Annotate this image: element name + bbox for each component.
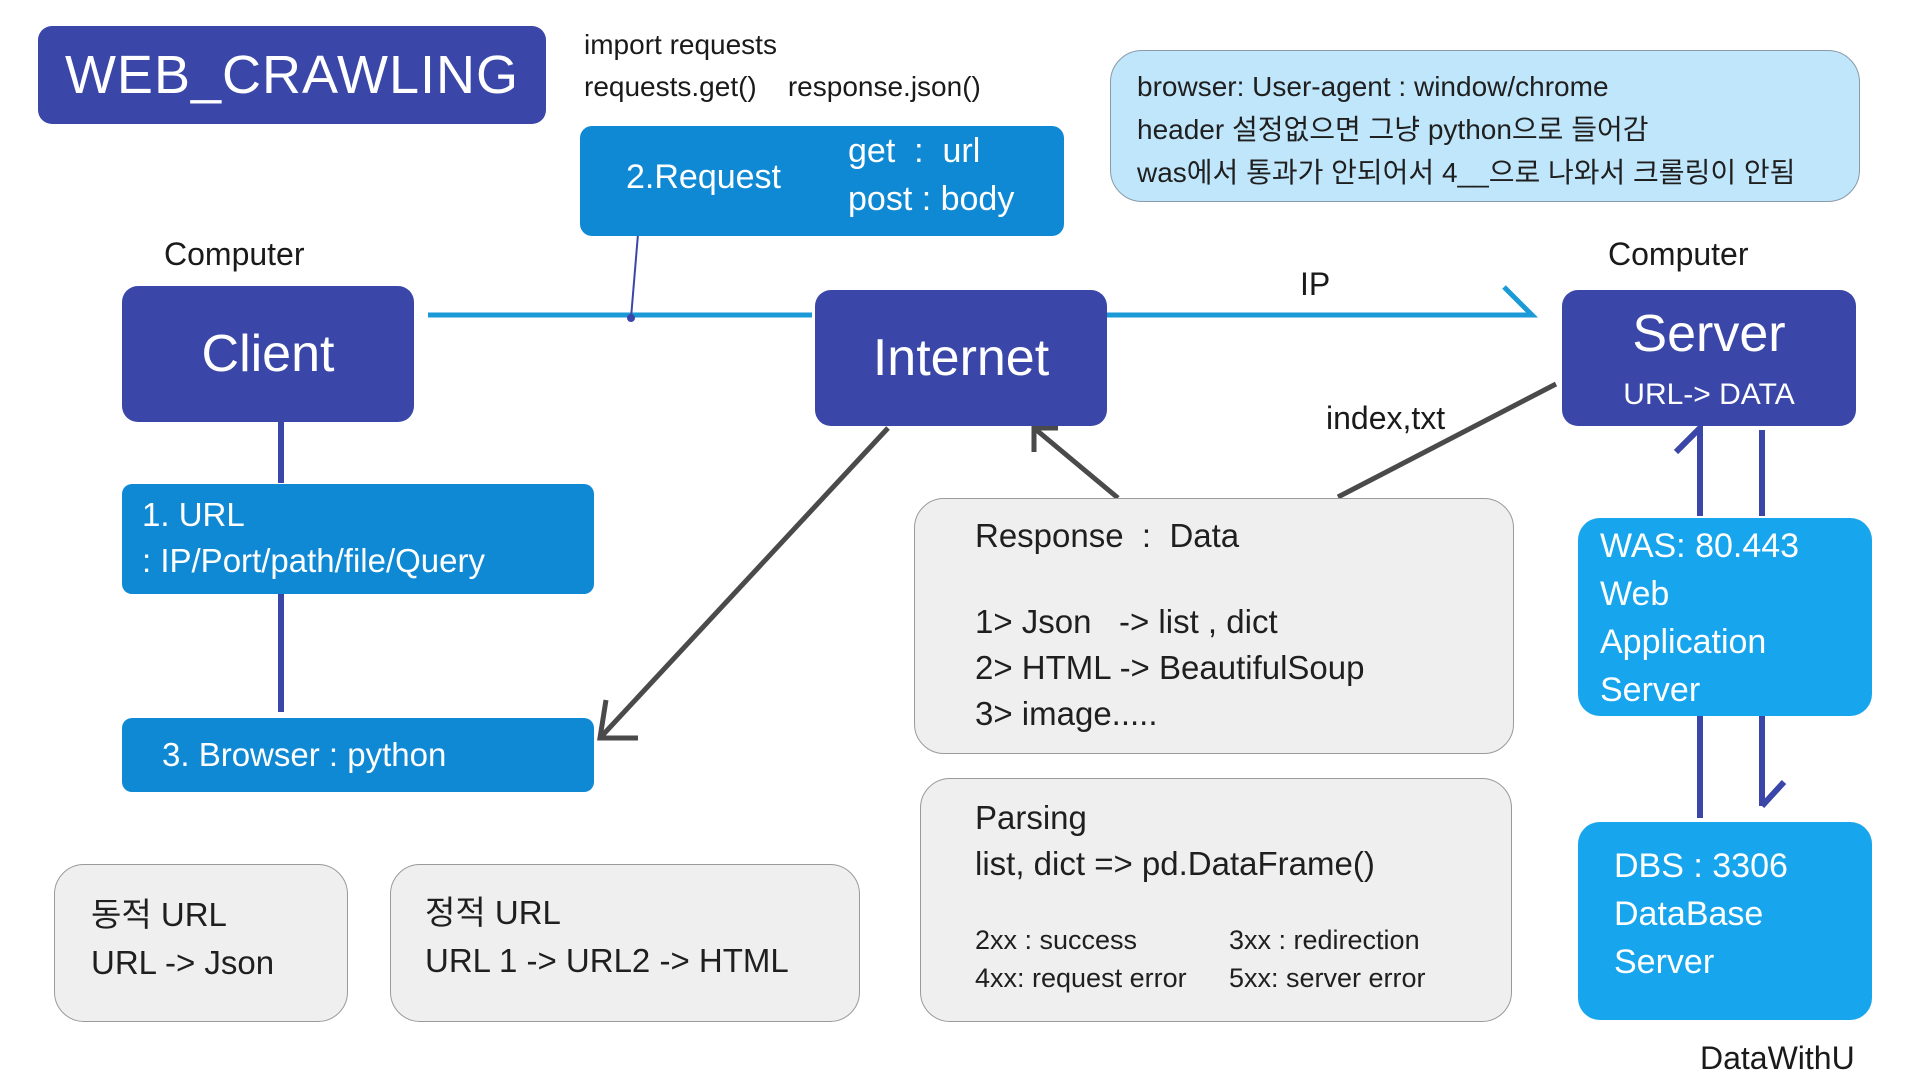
title-box: WEB_CRAWLING xyxy=(38,26,546,124)
code-note: import requests requests.get() response.… xyxy=(584,24,981,108)
was-line-1: WAS: 80.443 xyxy=(1600,527,1800,565)
request-post: post : body xyxy=(848,180,1015,218)
response-box: Response : Data 1> Json -> list , dict 2… xyxy=(914,498,1514,754)
was-server-up-head xyxy=(1673,420,1703,455)
url-box-line-1: 1. URL xyxy=(142,496,245,533)
request-pointer-dot xyxy=(627,314,635,322)
client-caption: Computer xyxy=(164,236,305,272)
server-node: Server URL-> DATA xyxy=(1562,290,1856,426)
dynamic-url-line-2: URL -> Json xyxy=(91,944,275,981)
page-title: WEB_CRAWLING xyxy=(64,45,520,105)
ip-label: IP xyxy=(1300,266,1331,302)
parsing-box: Parsing list, dict => pd.DataFrame() 2xx… xyxy=(920,778,1512,1022)
browser-note: browser: User-agent : window/chrome head… xyxy=(1110,50,1860,202)
status-3xx: 3xx : redirection xyxy=(1229,925,1420,955)
code-note-line-1: import requests xyxy=(584,29,777,60)
server-response-line xyxy=(1336,381,1558,500)
client-node: Client xyxy=(122,286,414,422)
static-url-line-2: URL 1 -> URL2 -> HTML xyxy=(425,942,789,979)
browser-box-label: 3. Browser : python xyxy=(162,736,447,773)
index-label: index,txt xyxy=(1326,400,1446,436)
was-dbs-down-head xyxy=(1759,779,1787,809)
internet-browser-arrow-head xyxy=(597,699,638,741)
server-caption: Computer xyxy=(1608,236,1749,272)
static-url-line-1: 정적 URL xyxy=(425,894,561,931)
request-box: 2.Request get : url post : body xyxy=(580,126,1064,236)
response-internet-arrow xyxy=(1032,426,1120,500)
url-box-line-2: : IP/Port/path/file/Query xyxy=(142,542,485,579)
static-url-box: 정적 URL URL 1 -> URL2 -> HTML xyxy=(390,864,860,1022)
dbs-line-1: DBS : 3306 xyxy=(1614,847,1788,885)
was-line-3: Application xyxy=(1600,623,1767,661)
browser-note-line-1: browser: User-agent : window/chrome xyxy=(1137,71,1609,102)
was-line-2: Web xyxy=(1600,575,1670,613)
internet-node: Internet xyxy=(815,290,1107,426)
response-title: Response : Data xyxy=(975,517,1240,554)
was-line-4: Server xyxy=(1600,671,1701,709)
browser-note-line-2: header 설정없으면 그냥 python으로 들어감 xyxy=(1137,114,1649,145)
browser-note-line-3: was에서 통과가 안되어서 4__으로 나와서 크롤링이 안됨 xyxy=(1137,157,1796,188)
signature: DataWithU xyxy=(1700,1040,1855,1076)
server-label: Server xyxy=(1632,305,1786,363)
ip-arrow-head xyxy=(1502,285,1539,318)
response-item-2: 2> HTML -> BeautifulSoup xyxy=(975,649,1365,686)
status-4xx: 4xx: request error xyxy=(975,963,1187,993)
parsing-line: list, dict => pd.DataFrame() xyxy=(975,845,1375,882)
internet-browser-arrow xyxy=(598,426,890,740)
parsing-title: Parsing xyxy=(975,799,1087,836)
dbs-box: DBS : 3306 DataBase Server xyxy=(1578,822,1872,1020)
browser-box: 3. Browser : python xyxy=(122,718,594,792)
status-2xx: 2xx : success xyxy=(975,925,1138,955)
response-item-1: 1> Json -> list , dict xyxy=(975,603,1278,640)
was-box: WAS: 80.443 Web Application Server xyxy=(1578,518,1872,716)
dbs-line-2: DataBase xyxy=(1614,895,1764,933)
server-sub: URL-> DATA xyxy=(1623,378,1795,411)
request-label: 2.Request xyxy=(626,158,781,196)
response-internet-arrow-head xyxy=(1031,425,1058,452)
response-item-3: 3> image..... xyxy=(975,695,1158,732)
code-note-line-2: requests.get() response.json() xyxy=(584,71,981,102)
status-5xx: 5xx: server error xyxy=(1229,963,1426,993)
request-get: get : url xyxy=(848,132,981,170)
client-label: Client xyxy=(201,325,335,383)
url-box: 1. URL : IP/Port/path/file/Query xyxy=(122,484,594,594)
dynamic-url-line-1: 동적 URL xyxy=(91,896,227,933)
internet-label: Internet xyxy=(872,329,1050,387)
dbs-line-3: Server xyxy=(1614,943,1715,981)
dynamic-url-box: 동적 URL URL -> Json xyxy=(54,864,348,1022)
